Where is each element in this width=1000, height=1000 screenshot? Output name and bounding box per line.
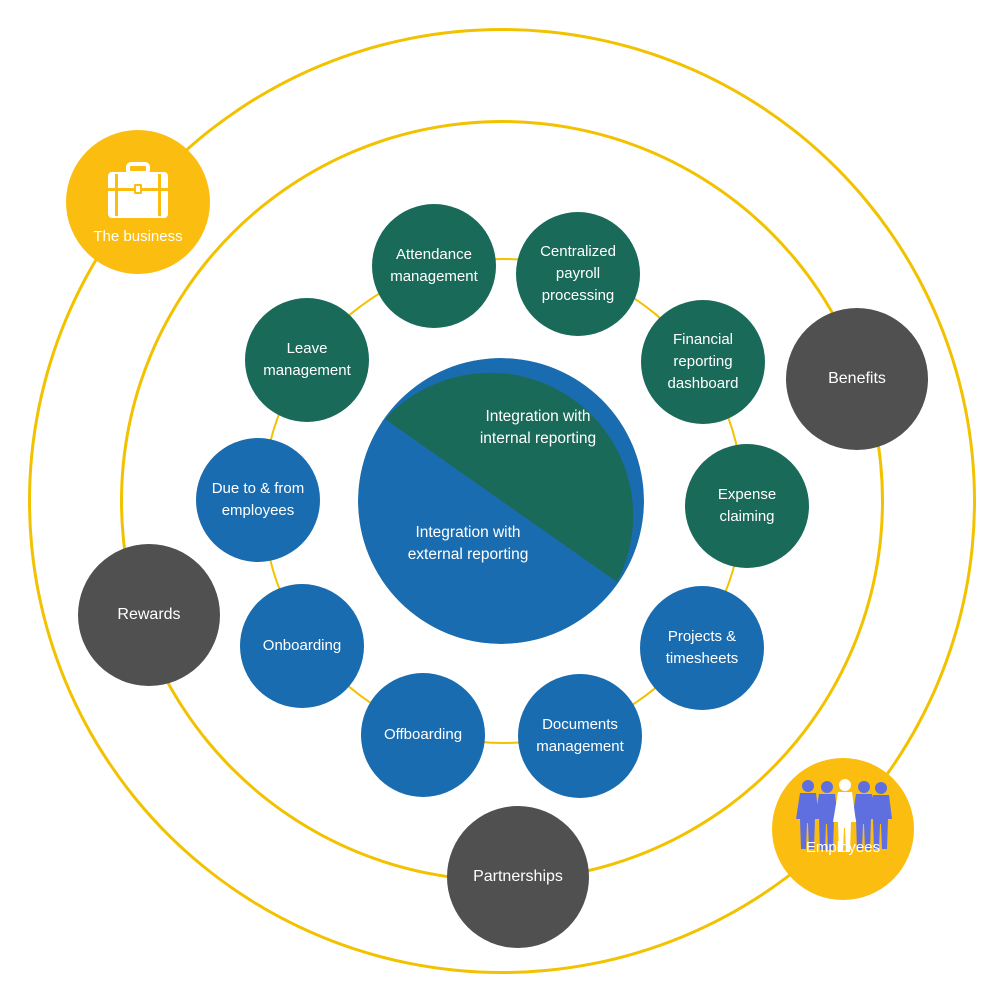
core-split-graphic — [358, 358, 644, 644]
node-label: Benefits — [828, 370, 886, 387]
node-onboarding: Onboarding — [240, 584, 364, 708]
node-label: Rewards — [117, 606, 181, 623]
core-internal-half — [385, 372, 634, 582]
node-label: The business — [93, 228, 183, 245]
node-label: Documents management — [536, 716, 624, 755]
node-label: Projects & timesheets — [665, 628, 739, 667]
node-due-to-from-employees: Due to & from employees — [196, 438, 320, 562]
core-integration-circle: Integration with internal reporting Inte… — [358, 358, 644, 644]
node-expense-claiming: Expense claiming — [685, 444, 809, 568]
briefcase-icon — [107, 162, 169, 220]
node-leave-management: Leave management — [245, 298, 369, 422]
node-label: Onboarding — [262, 637, 342, 654]
node-benefits: Benefits — [786, 308, 928, 450]
node-financial-reporting: Financial reporting dashboard — [641, 300, 765, 424]
core-internal-label: Integration with internal reporting — [479, 408, 597, 447]
node-documents-management: Documents management — [518, 674, 642, 798]
node-label: Due to & from employees — [211, 480, 305, 519]
node-partnerships: Partnerships — [447, 806, 589, 948]
node-label: Offboarding — [383, 726, 463, 743]
outer-ring — [28, 28, 976, 974]
node-label: Financial reporting dashboard — [667, 331, 739, 392]
people-silhouettes-icon — [796, 779, 892, 852]
node-label: Employees — [805, 839, 881, 856]
node-centralized-payroll: Centralized payroll processing — [516, 212, 640, 336]
node-projects-timesheets: Projects & timesheets — [640, 586, 764, 710]
node-employees: Employees — [772, 758, 914, 900]
node-label: Partnerships — [473, 868, 563, 885]
node-label: Leave management — [263, 340, 351, 379]
node-offboarding: Offboarding — [361, 673, 485, 797]
node-attendance-management: Attendance management — [372, 204, 496, 328]
core-external-label: Integration with external reporting — [407, 524, 529, 563]
node-the-business: The business — [66, 130, 210, 274]
node-label: Attendance management — [390, 246, 478, 285]
node-label: Expense claiming — [717, 486, 777, 525]
node-label: Centralized payroll processing — [540, 243, 616, 304]
node-rewards: Rewards — [78, 544, 220, 686]
